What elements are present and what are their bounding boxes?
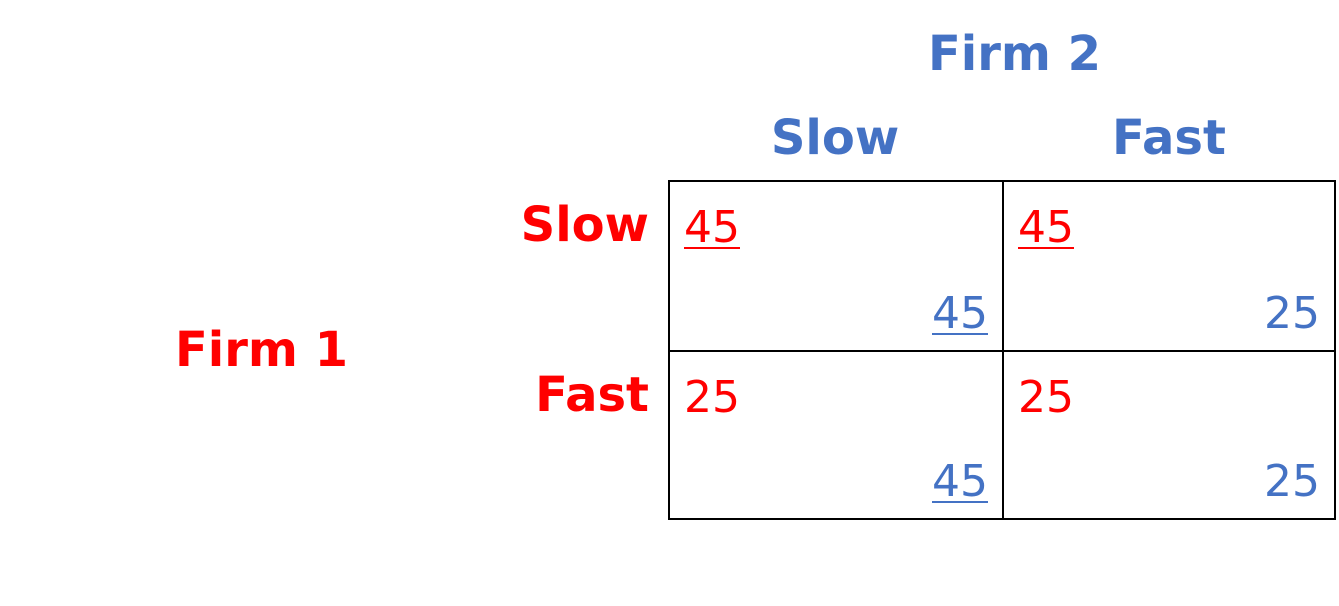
column-label-slow: Slow [770, 110, 900, 166]
firm1-payoff: 45 [1018, 202, 1074, 253]
column-label-fast: Fast [1112, 110, 1226, 166]
cell-slow-slow: 45 45 [670, 182, 1004, 352]
firm2-payoff: 45 [932, 456, 988, 507]
firm1-payoff: 45 [684, 202, 740, 253]
row-label-fast: Fast [535, 367, 649, 423]
cell-fast-fast: 25 25 [1002, 350, 1336, 520]
firm2-payoff: 25 [1264, 288, 1320, 339]
cell-fast-slow: 25 45 [670, 350, 1004, 520]
payoff-matrix: 45 45 45 25 25 45 25 25 [668, 180, 1336, 520]
firm1-payoff: 25 [684, 372, 740, 423]
row-label-slow: Slow [520, 197, 649, 253]
firm1-payoff: 25 [1018, 372, 1074, 423]
cell-slow-fast: 45 25 [1002, 182, 1336, 352]
player2-label: Firm 2 [928, 26, 1102, 82]
firm2-payoff: 45 [932, 288, 988, 339]
player1-label: Firm 1 [175, 322, 349, 378]
firm2-payoff: 25 [1264, 456, 1320, 507]
